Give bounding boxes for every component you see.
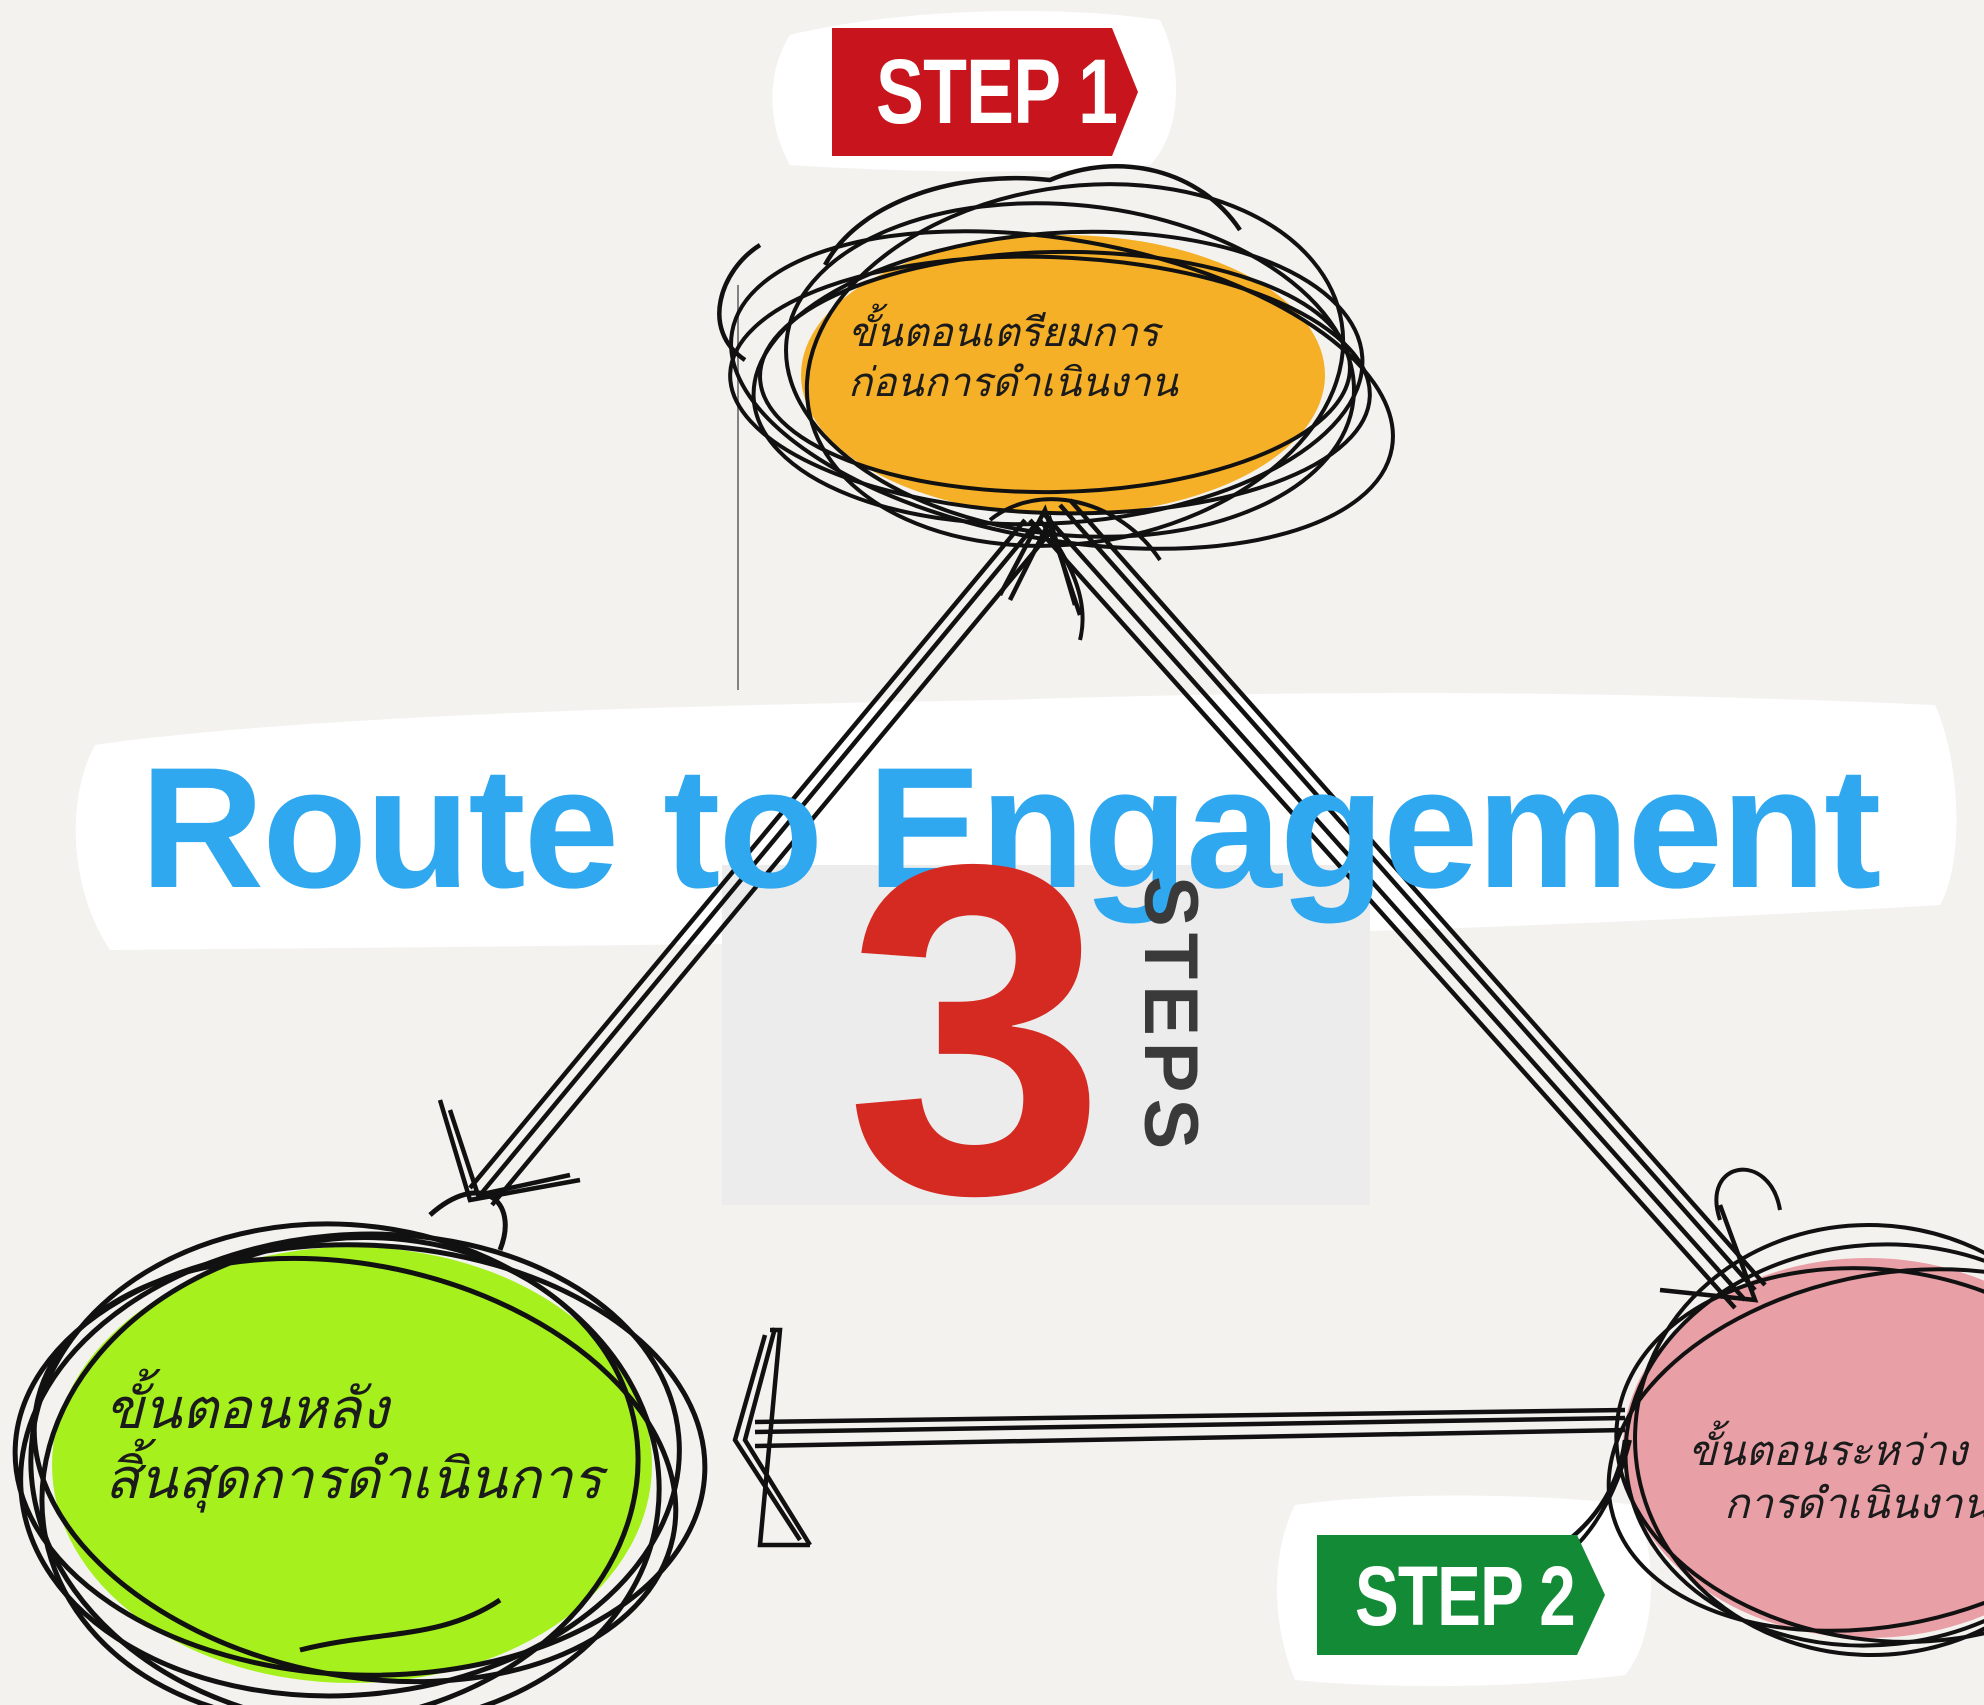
stage-top-scribble <box>728 182 1395 641</box>
stage-left-text: ขั้นตอนหลัง สิ้นสุดการดำเนินการ <box>105 1375 602 1515</box>
diagram-title: Route to Engagement <box>140 732 1881 924</box>
stage-top-line1: ขั้นตอนเตรียมการ <box>848 310 1160 356</box>
stage-top-text: ขั้นตอนเตรียมการ ก่อนการดำเนินงาน <box>848 308 1178 408</box>
stage-left-line1: ขั้นตอนหลัง <box>105 1377 389 1442</box>
stage-right-line1: ขั้นตอนระหว่าง <box>1688 1426 1968 1475</box>
center-steps-label: STEPS <box>1128 876 1213 1156</box>
step1-badge-label: STEP 1 <box>876 41 1118 143</box>
center-number: 3 <box>845 767 1107 1292</box>
center-panel <box>722 865 1370 1205</box>
step2-badge-shape <box>1317 1535 1605 1655</box>
stage-top-blob <box>801 235 1325 515</box>
stage-right-line2: การดำเนินงาน <box>1724 1478 1984 1528</box>
stage-top-line2: ก่อนการดำเนินงาน <box>848 360 1178 406</box>
stage-left-scribble <box>12 1190 708 1705</box>
stage-left-line2: สิ้นสุดการดำเนินการ <box>105 1447 603 1512</box>
title-paper <box>75 693 1957 950</box>
step2-badge-label: STEP 2 <box>1355 1549 1576 1643</box>
stage-right-text: ขั้นตอนระหว่าง การดำเนินงาน <box>1688 1425 1984 1530</box>
stage-right-blob <box>1623 1258 1984 1638</box>
stage-left-blob <box>52 1247 652 1683</box>
step1-badge-shape <box>832 28 1138 156</box>
cycle-arrows <box>437 163 1767 1552</box>
